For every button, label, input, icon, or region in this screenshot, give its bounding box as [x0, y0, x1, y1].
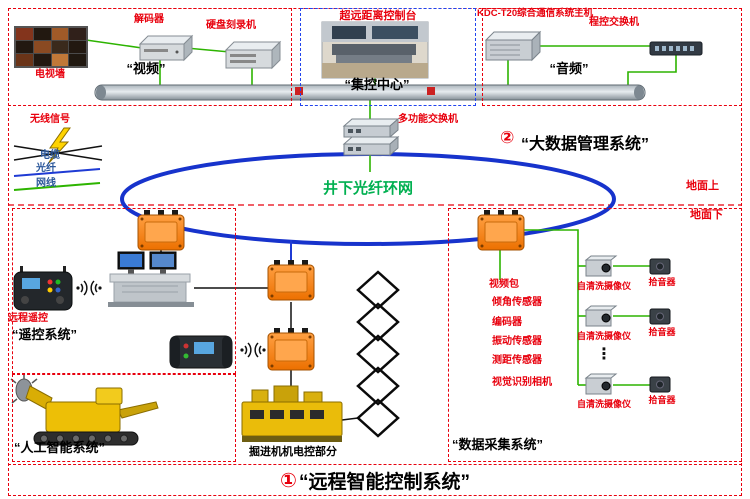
comm-host-label: KDC-T20综合通信系统主机 — [477, 8, 594, 19]
ai-system-box — [12, 374, 236, 462]
decoder-device — [138, 34, 194, 62]
tv-screen — [51, 28, 69, 40]
wifi-icon — [240, 342, 252, 358]
video-section-title: “视频” — [126, 61, 166, 76]
ai-system-title: “人工智能系统” — [14, 440, 106, 455]
pickup-label: 拾音器 — [648, 395, 676, 405]
data-system-box — [448, 208, 742, 462]
remote-control-label: 远程遥控 — [8, 313, 48, 324]
cable-legend-lines — [13, 145, 103, 161]
tv-screen — [51, 54, 69, 66]
control-console-image — [321, 21, 429, 79]
fiber-legend-line — [13, 168, 101, 177]
flameproof-box-3 — [267, 328, 315, 371]
sensor-label: 测距传感器 — [492, 355, 542, 366]
footer-number: ① — [280, 469, 297, 492]
tv-screen — [16, 28, 33, 40]
sensor-label: 倾角传感器 — [492, 297, 542, 308]
tv-screen — [69, 28, 86, 40]
video-pack-label: 视频包 — [489, 279, 519, 290]
pbx-label: 程控交换机 — [589, 17, 639, 28]
tv-screen — [33, 28, 51, 40]
multi-switch-label: 多功能交换机 — [398, 114, 458, 125]
comm-host-device — [484, 30, 542, 62]
fiber-ring-label: 井下光纤环网 — [322, 180, 413, 197]
flameproof-box-4 — [477, 210, 525, 251]
tv-wall-label: 电视墙 — [35, 69, 65, 80]
network-legend-label: 网线 — [36, 178, 56, 189]
sensor-label: 编码器 — [492, 317, 522, 328]
audio-section-title: “音频” — [549, 61, 589, 76]
remote-system-box — [12, 208, 236, 374]
audio-section-box — [482, 8, 742, 106]
recorder-label: 硬盘刻录机 — [206, 20, 256, 31]
roadheader-unit-label: 掘进机机电控部分 — [249, 446, 337, 458]
pbx-switch-device — [649, 41, 703, 56]
tv-wall — [14, 26, 88, 68]
ground-above-label: 地面上 — [686, 180, 719, 192]
bus-tap-mark — [427, 87, 435, 95]
wifi-signal-icons — [76, 280, 266, 358]
remote-system-title: “遥控系统” — [12, 327, 78, 342]
legend-symbols — [13, 127, 103, 191]
sensor-chain — [356, 270, 400, 438]
multifunction-switch-device — [342, 117, 400, 157]
operator-station — [108, 251, 194, 307]
tv-screen — [69, 54, 86, 66]
remote-controller-2 — [169, 335, 233, 369]
control-center-box — [300, 8, 476, 106]
bus-tap-mark — [295, 87, 303, 95]
wireless-legend-label: 无线信号 — [30, 114, 70, 125]
flameproof-box-1 — [137, 210, 185, 251]
footer-title-bar: ① “远程智能控制系统” — [8, 465, 742, 495]
big-data-number: ② — [500, 128, 515, 147]
big-data-title: “大数据管理系统” — [521, 136, 650, 153]
footer-divider — [8, 464, 742, 465]
sensor-label: 振动传感器 — [492, 336, 542, 347]
camera-label: 自清洗摄像仪 — [576, 281, 631, 291]
video-section-box — [8, 8, 292, 106]
camera-label: 自清洗摄像仪 — [576, 399, 631, 409]
camera-label: 自清洗摄像仪 — [576, 331, 631, 341]
tv-screen — [16, 54, 33, 66]
wifi-icon — [76, 280, 88, 296]
tv-screen — [33, 41, 51, 53]
roadheader-control-unit — [241, 385, 343, 442]
data-system-title: “数据采集系统” — [452, 437, 544, 452]
camera-row-1 — [584, 255, 671, 277]
decoder-label: 解码器 — [134, 14, 164, 25]
tv-screen — [51, 41, 69, 53]
tv-screen — [16, 41, 33, 53]
roadheader-machine — [10, 373, 159, 446]
fiber-legend-label: 光纤 — [36, 163, 56, 174]
hdd-recorder-device — [224, 40, 282, 70]
camera-row-3 — [584, 373, 671, 395]
wifi-icon — [90, 280, 102, 296]
camera-row-2 — [584, 305, 671, 327]
tv-screen — [33, 54, 51, 66]
backbone-bus-bar — [94, 84, 646, 101]
console-label: 超远距离控制台 — [339, 10, 417, 22]
pickup-label: 拾音器 — [648, 277, 676, 287]
flameproof-box-2 — [267, 260, 315, 301]
remote-controller-1 — [13, 266, 73, 311]
control-center-title: “集控中心” — [344, 77, 410, 92]
ground-below-label: 地面下 — [690, 209, 723, 221]
wifi-icon — [254, 342, 266, 358]
footer-title: “远程智能控制系统” — [298, 471, 470, 493]
ellipsis-mark: ⋮ — [596, 346, 612, 363]
cable-legend-label: 电缆 — [40, 150, 60, 161]
tv-screen — [69, 41, 86, 53]
network-legend-line — [13, 182, 101, 191]
sensor-label: 视觉识别相机 — [492, 377, 552, 388]
pickup-label: 拾音器 — [648, 327, 676, 337]
